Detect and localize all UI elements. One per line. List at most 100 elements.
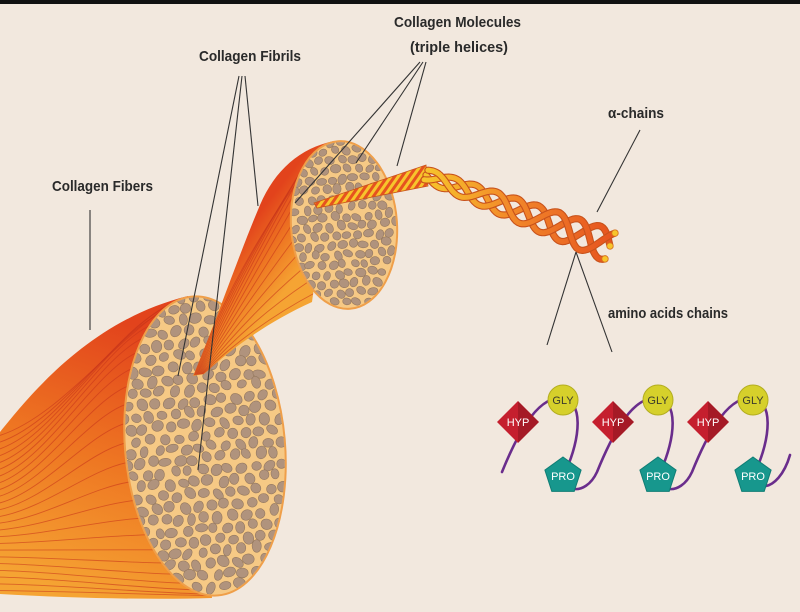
fibril-dot bbox=[178, 338, 190, 350]
hyp-diamond-shade bbox=[613, 401, 634, 443]
hyp-label: HYP bbox=[697, 417, 720, 429]
fibril-dot bbox=[196, 405, 207, 417]
fibril-dot bbox=[257, 389, 268, 401]
gly-residue: GLY bbox=[737, 384, 769, 416]
fibril-dot bbox=[335, 204, 343, 214]
fibril-dot bbox=[382, 255, 392, 265]
fiber-striation bbox=[0, 352, 137, 477]
fiber-striation bbox=[0, 556, 163, 564]
fibril-dot bbox=[323, 288, 333, 297]
fibril-dot bbox=[296, 215, 308, 225]
leader-lines bbox=[89, 61, 641, 471]
fibril-striation bbox=[197, 210, 292, 375]
fibril-dot bbox=[208, 522, 218, 533]
fibril-dot bbox=[251, 539, 262, 553]
helix-rope bbox=[313, 164, 429, 209]
fibril-striation bbox=[198, 225, 292, 375]
alpha-chain bbox=[425, 167, 618, 253]
fibril-dot bbox=[367, 219, 377, 230]
fibril-dot bbox=[310, 231, 319, 242]
amino-acid-unit: HYP GLY PRO bbox=[592, 384, 677, 492]
fibril-dot bbox=[255, 445, 267, 460]
fibril-dot bbox=[175, 537, 187, 548]
fibril-dot bbox=[223, 566, 236, 578]
fiber-striation bbox=[0, 590, 212, 597]
fibril-dot bbox=[196, 569, 209, 581]
fiber-striation bbox=[0, 423, 125, 504]
fibril-dot bbox=[342, 297, 352, 306]
fibril-dot bbox=[357, 219, 367, 229]
fibril-dot bbox=[374, 209, 383, 220]
fibril-dot bbox=[336, 219, 346, 231]
fibril-dot bbox=[367, 265, 378, 275]
fibril-dot bbox=[298, 185, 309, 195]
collagen-fiber bbox=[0, 291, 288, 599]
fiber-striation bbox=[0, 517, 140, 538]
fibril-dot bbox=[218, 475, 230, 489]
fibril-dot bbox=[372, 277, 383, 287]
fibril-dot bbox=[269, 503, 280, 516]
fibril-dot bbox=[304, 261, 315, 270]
fibril-dot bbox=[151, 340, 163, 353]
fibril-dot bbox=[380, 236, 392, 246]
fibril-dot bbox=[236, 542, 247, 554]
fibril-dot bbox=[327, 176, 338, 185]
alpha-chain-end bbox=[606, 242, 614, 250]
fibril-dot bbox=[210, 543, 221, 555]
fibril-dot bbox=[258, 493, 269, 504]
fibril-dot bbox=[359, 172, 370, 181]
fibril-dot bbox=[151, 420, 164, 432]
fibril-dot bbox=[210, 463, 223, 476]
collagen-fibers-label: Collagen Fibers bbox=[52, 178, 153, 195]
fibril-dot bbox=[147, 514, 159, 526]
fibril-dot bbox=[247, 518, 258, 529]
alpha-chains-label: α-chains bbox=[608, 105, 664, 122]
fibril-dot bbox=[163, 339, 174, 351]
fibril-dot bbox=[216, 555, 230, 567]
fibril-dot bbox=[343, 268, 353, 276]
fibril-dot bbox=[318, 148, 328, 157]
fibril-dot bbox=[183, 405, 195, 418]
gly-label: GLY bbox=[552, 395, 574, 407]
fibril-dot bbox=[131, 437, 141, 448]
fibril-dot bbox=[168, 548, 182, 560]
fibril-dot bbox=[164, 528, 178, 539]
fibril-dot bbox=[221, 463, 233, 473]
fibril-dot bbox=[208, 382, 220, 394]
fibril-dot bbox=[229, 368, 241, 381]
alpha-chain-end bbox=[611, 229, 619, 237]
fibril-dot bbox=[197, 488, 210, 498]
amino-chain-line bbox=[500, 396, 792, 491]
fibril-dot bbox=[384, 206, 393, 218]
fibril-dot bbox=[151, 365, 165, 377]
fiber-striation bbox=[0, 385, 128, 490]
fibril-dot bbox=[351, 297, 361, 306]
pro-pentagon bbox=[639, 456, 677, 492]
fibril-dot bbox=[210, 406, 224, 418]
fibril-dot bbox=[200, 474, 214, 486]
fibril-dot bbox=[199, 534, 212, 546]
hyp-residue: HYP bbox=[592, 401, 634, 443]
fibril-dot bbox=[317, 213, 328, 223]
fibril-dot bbox=[362, 275, 371, 286]
fibril-dot bbox=[330, 211, 341, 221]
fibril-dot bbox=[220, 440, 231, 451]
fibril-dot bbox=[364, 211, 373, 221]
fibril-dot bbox=[219, 581, 232, 591]
fibril-dot bbox=[155, 445, 165, 456]
fibril-dot bbox=[270, 468, 280, 480]
fibril-dot bbox=[252, 426, 265, 437]
fiber-striation bbox=[0, 404, 126, 497]
fibril-dot bbox=[205, 439, 217, 450]
fibril-dot bbox=[377, 200, 388, 210]
fibril-dot bbox=[355, 163, 364, 173]
top-border bbox=[0, 0, 800, 4]
hyp-diamond bbox=[687, 401, 729, 443]
fibril-dot bbox=[232, 415, 244, 426]
fibril-dot bbox=[189, 397, 201, 409]
fibril-dot bbox=[170, 385, 180, 398]
fiber-striation bbox=[0, 325, 151, 463]
fibril-dot bbox=[158, 458, 172, 467]
fibril-dot bbox=[311, 271, 321, 281]
fibril-dot bbox=[323, 271, 331, 281]
